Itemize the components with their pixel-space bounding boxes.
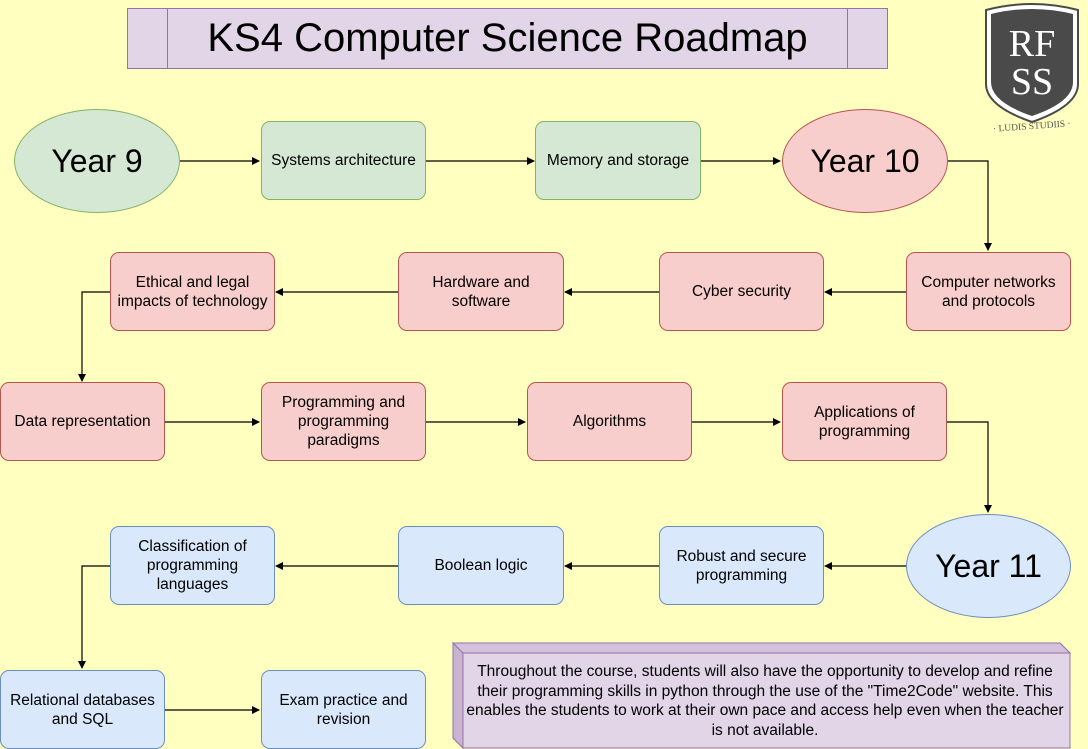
topic-programming-paradigms-label: Programming and programming paradigms bbox=[281, 394, 406, 449]
milestone-year11: Year 11 bbox=[906, 514, 1071, 618]
topic-classification-languages: Classification of programming languages bbox=[110, 526, 275, 605]
topic-classification-languages-label: Classification of programming languages bbox=[138, 538, 247, 593]
topic-hardware-software-label: Hardware and software bbox=[432, 273, 530, 310]
title-box: KS4 Computer Science Roadmap bbox=[127, 8, 888, 69]
arrow-ethical-to-data bbox=[78, 291, 110, 382]
topic-cyber-security-label: Cyber security bbox=[691, 283, 792, 300]
topic-relational-databases-label: Relational databases and SQL bbox=[10, 691, 155, 728]
school-logo-icon: RF SS · LUDIS STUDIIS · bbox=[985, 3, 1079, 135]
topic-robust-secure-label: Robust and secure programming bbox=[676, 547, 807, 584]
topic-memory-storage-label: Memory and storage bbox=[546, 152, 690, 169]
topic-relational-databases: Relational databases and SQL bbox=[0, 670, 165, 749]
logo-monogram-bottom: SS bbox=[1011, 61, 1053, 103]
topic-data-representation: Data representation bbox=[0, 382, 165, 461]
topic-programming-paradigms: Programming and programming paradigms bbox=[261, 382, 426, 461]
topic-boolean-logic-label: Boolean logic bbox=[434, 557, 528, 574]
milestone-year9: Year 9 bbox=[14, 109, 180, 213]
topic-algorithms-label: Algorithms bbox=[572, 413, 647, 430]
page-title: KS4 Computer Science Roadmap bbox=[207, 16, 808, 60]
topic-exam-practice: Exam practice and revision bbox=[261, 670, 426, 749]
milestone-year11-label: Year 11 bbox=[935, 547, 1042, 584]
topic-memory-storage: Memory and storage bbox=[535, 121, 701, 200]
topic-algorithms: Algorithms bbox=[527, 382, 692, 461]
title-divider-right bbox=[847, 9, 848, 68]
topic-exam-practice-label: Exam practice and revision bbox=[279, 691, 408, 728]
topic-applications-programming-label: Applications of programming bbox=[814, 403, 915, 440]
title-divider-left bbox=[167, 9, 168, 68]
milestone-year10-label: Year 10 bbox=[810, 142, 920, 179]
topic-hardware-software: Hardware and software bbox=[398, 252, 564, 331]
topic-boolean-logic: Boolean logic bbox=[398, 526, 564, 605]
course-note-box bbox=[452, 642, 1072, 749]
topic-ethical-legal-label: Ethical and legal impacts of technology bbox=[117, 273, 268, 310]
arrow-applications-to-year11 bbox=[947, 421, 992, 513]
topic-cyber-security: Cyber security bbox=[659, 252, 824, 331]
course-note-text: Throughout the course, students will als… bbox=[466, 663, 1064, 739]
milestone-year9-label: Year 9 bbox=[51, 142, 143, 179]
topic-robust-secure: Robust and secure programming bbox=[659, 526, 824, 605]
topic-applications-programming: Applications of programming bbox=[782, 382, 947, 461]
logo-monogram-top: RF bbox=[1009, 23, 1055, 65]
topic-ethical-legal: Ethical and legal impacts of technology bbox=[110, 252, 275, 331]
arrow-classification-to-databases bbox=[78, 565, 110, 669]
topic-computer-networks-label: Computer networks and protocols bbox=[921, 273, 1056, 310]
topic-systems-architecture-label: Systems architecture bbox=[271, 152, 416, 169]
topic-computer-networks: Computer networks and protocols bbox=[906, 252, 1071, 331]
topic-systems-architecture: Systems architecture bbox=[261, 121, 426, 200]
arrow-year10-to-networks bbox=[948, 160, 992, 251]
topic-data-representation-label: Data representation bbox=[14, 413, 151, 430]
milestone-year10: Year 10 bbox=[782, 109, 948, 213]
